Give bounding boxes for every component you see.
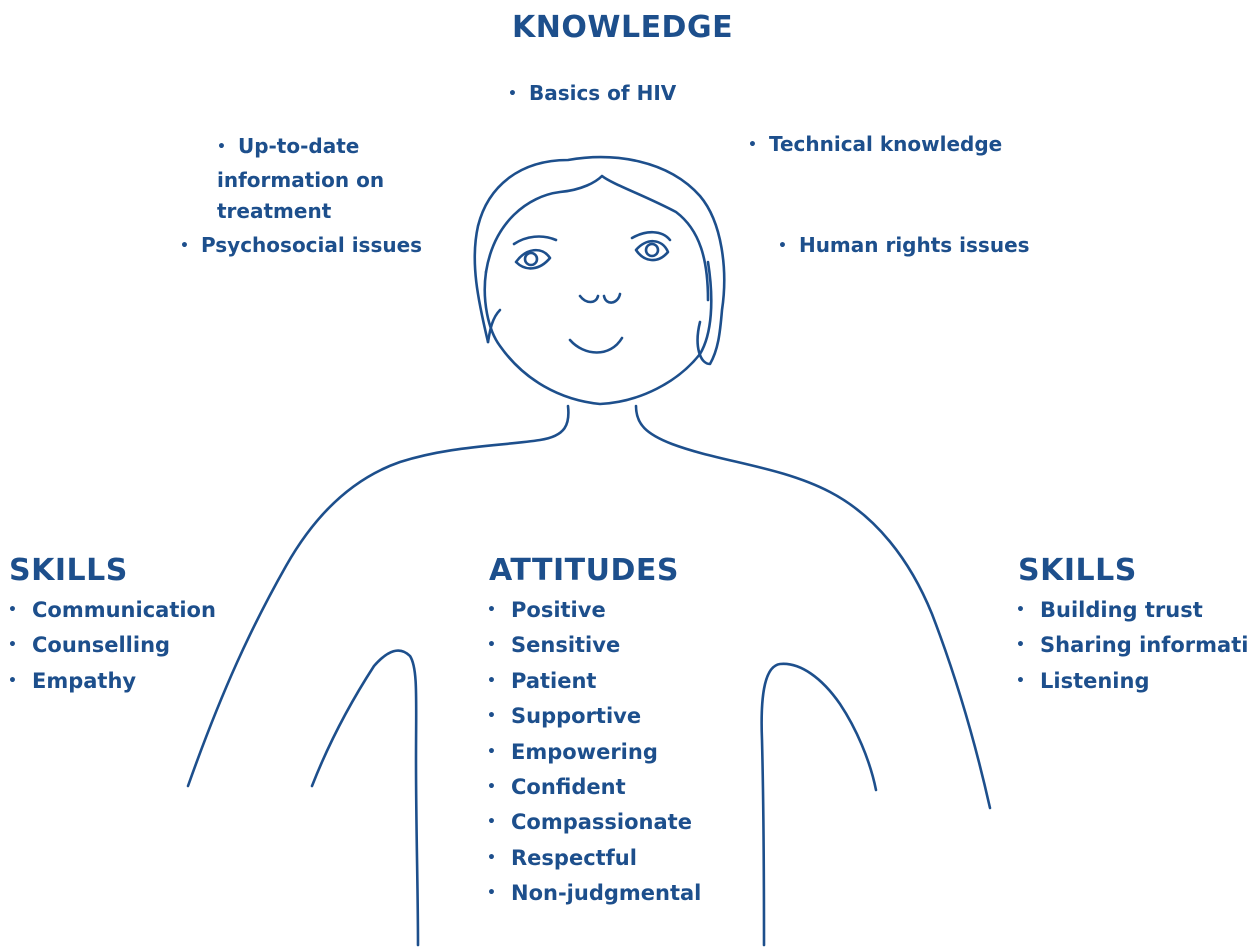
skills-left-heading: SKILLS: [9, 553, 128, 588]
knowledge-item-human-rights: Human rights issues: [778, 235, 1030, 255]
attitudes-list: •Positive •Sensitive •Patient •Supportiv…: [487, 594, 701, 913]
list-item-label: Sensitive: [511, 633, 621, 658]
attitudes-heading: ATTITUDES: [489, 553, 679, 588]
knowledge-item-label: Human rights issues: [798, 233, 1030, 257]
body-right: [634, 404, 992, 810]
hair-part: [484, 174, 710, 302]
list-item: •Confident: [487, 775, 626, 800]
list-item: •Listening: [1016, 668, 1150, 693]
knowledge-item-label: Psychosocial issues: [200, 233, 423, 257]
list-item: •Empathy: [8, 668, 137, 693]
right-arm-inner: [760, 662, 878, 947]
face-outline: [483, 260, 713, 406]
knowledge-item-label: Technical knowledge: [768, 132, 1003, 156]
hair-left-flap: [486, 308, 502, 344]
list-item: •Patient: [487, 668, 597, 693]
left-eye: [514, 248, 552, 270]
list-item: •Compassionate: [487, 810, 692, 835]
knowledge-item-basics: Basics of HIV: [508, 83, 676, 103]
list-item-label: Counselling: [32, 633, 171, 658]
knowledge-item-technical: Technical knowledge: [748, 134, 1002, 154]
left-arm-inner: [310, 649, 420, 947]
body-left: [186, 404, 570, 788]
right-eyebrow: [630, 230, 672, 242]
list-item: •Non-judgmental: [487, 881, 702, 906]
list-item-label: Empowering: [511, 739, 658, 764]
list-item: •Counselling: [8, 633, 171, 658]
list-item-label: Positive: [511, 598, 606, 622]
right-pupil: [644, 242, 660, 258]
list-item: •Communication: [8, 598, 216, 622]
list-item-label: Communication: [32, 598, 216, 622]
knowledge-heading: KNOWLEDGE: [512, 10, 734, 45]
list-item: •Positive: [487, 598, 606, 622]
list-item: •Sharing information: [1016, 629, 1249, 664]
list-item-label: Non-judgmental: [511, 881, 702, 906]
nose: [578, 292, 622, 304]
knowledge-item-psychosocial: Psychosocial issues: [180, 235, 422, 255]
list-item: •Respectful: [487, 845, 637, 870]
skills-left-list: •Communication •Counselling •Empathy: [8, 594, 216, 700]
list-item-label: Supportive: [511, 704, 642, 729]
list-item: •Building trust: [1016, 598, 1203, 622]
list-item-label: Confident: [511, 775, 626, 800]
knowledge-item-treatment: Up-to-date information on treatment: [217, 131, 479, 227]
left-pupil: [523, 251, 539, 267]
knowledge-item-label: Up-to-date information on treatment: [217, 134, 385, 223]
hair-outline: [473, 155, 726, 366]
list-item: •Supportive: [487, 704, 642, 729]
right-eye: [634, 239, 670, 262]
skills-right-heading: SKILLS: [1018, 553, 1137, 588]
list-item-label: Sharing information: [1040, 633, 1249, 658]
list-item: •Sensitive: [487, 633, 621, 658]
list-item-label: Compassionate: [511, 810, 692, 835]
list-item-label: Listening: [1040, 668, 1150, 693]
skills-right-list: •Building trust •Sharing information •Li…: [1016, 594, 1249, 700]
mouth: [568, 336, 624, 354]
list-item: •Empowering: [487, 739, 658, 764]
list-item-label: Respectful: [511, 845, 637, 870]
list-item-label: Building trust: [1040, 598, 1203, 622]
list-item-label: Empathy: [32, 668, 137, 693]
knowledge-item-label: Basics of HIV: [528, 81, 677, 105]
left-eyebrow: [512, 235, 558, 246]
list-item-label: Patient: [511, 668, 597, 693]
